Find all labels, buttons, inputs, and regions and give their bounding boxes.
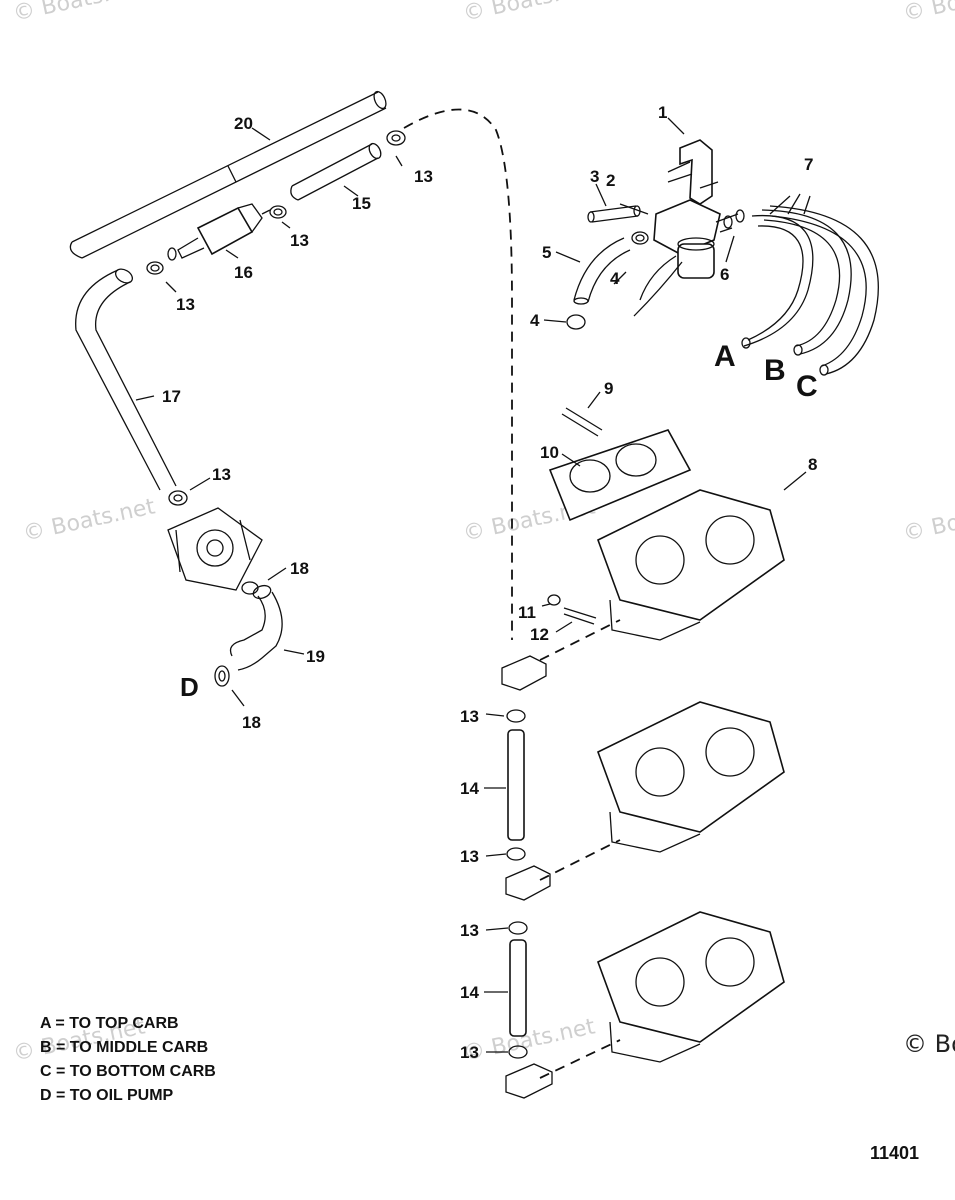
callout-4: 4 xyxy=(610,269,620,288)
part-11-12-fittings xyxy=(547,594,597,625)
callout-18: 18 xyxy=(242,713,261,732)
part-14-tubes xyxy=(507,729,527,1037)
callout-13: 13 xyxy=(460,921,479,940)
copyright-notice: © Bo xyxy=(903,1030,955,1058)
callout-13: 13 xyxy=(290,231,309,250)
part-10-gasket xyxy=(548,429,692,522)
legend-item-a: A = TO TOP CARB xyxy=(40,1015,179,1032)
part-9-stud xyxy=(561,407,603,437)
part-2-primer xyxy=(633,199,739,317)
callout-13: 13 xyxy=(414,167,433,186)
callout-14: 14 xyxy=(460,779,479,798)
part-16-fuel-filter xyxy=(167,203,271,261)
callout-17: 17 xyxy=(162,387,181,406)
callout-2: 2 xyxy=(606,171,616,190)
callout-13: 13 xyxy=(460,847,479,866)
hose-end-c: C xyxy=(796,370,818,403)
part-13-clamps xyxy=(146,130,649,506)
callout-6: 6 xyxy=(720,265,730,284)
callout-18: 18 xyxy=(290,559,309,578)
callout-14: 14 xyxy=(460,983,479,1002)
callout-13: 13 xyxy=(176,295,195,314)
part-1-bracket xyxy=(667,139,719,205)
carburetor-bottom xyxy=(597,911,785,1063)
callout-12: 12 xyxy=(530,625,549,644)
oil-pump-fitting xyxy=(167,507,263,591)
part-5-hose xyxy=(573,237,631,305)
callout-8: 8 xyxy=(808,455,818,474)
part-17-hose xyxy=(75,268,177,491)
callout-20: 20 xyxy=(234,114,253,133)
part-13-vertical-clamps xyxy=(506,709,528,1059)
tee-fittings xyxy=(501,655,553,1099)
callout-9: 9 xyxy=(604,379,614,398)
callout-19: 19 xyxy=(306,647,325,666)
callout-11: 11 xyxy=(518,603,536,622)
carburetor-top xyxy=(597,489,785,641)
part-7-hoses xyxy=(741,205,879,376)
hose-end-a: A xyxy=(714,340,736,373)
carburetor-middle xyxy=(597,701,785,853)
part-19-hose xyxy=(214,581,283,687)
routing-line xyxy=(539,619,621,1079)
callout-13: 13 xyxy=(212,465,231,484)
figure-number: 11401 xyxy=(870,1143,920,1163)
part-4-clamp xyxy=(566,314,586,330)
callout-13: 13 xyxy=(460,707,479,726)
callout-7: 7 xyxy=(804,155,814,174)
callout-1: 1 xyxy=(658,103,668,122)
hose-end-b: B xyxy=(764,354,786,387)
callout-4: 4 xyxy=(530,311,540,330)
legend-item-b: B = TO MIDDLE CARB xyxy=(40,1039,209,1056)
legend: A = TO TOP CARB B = TO MIDDLE CARB C = T… xyxy=(40,1012,216,1108)
part-20-hose xyxy=(69,90,387,259)
part-6-clamps xyxy=(723,209,745,229)
callout-10: 10 xyxy=(540,443,559,462)
callout-5: 5 xyxy=(542,243,552,262)
part-15-hose xyxy=(290,142,382,201)
hose-end-d: D xyxy=(180,672,199,702)
legend-item-d: D = TO OIL PUMP xyxy=(40,1087,174,1104)
callout-13: 13 xyxy=(460,1043,479,1062)
callout-16: 16 xyxy=(234,263,253,282)
callout-15: 15 xyxy=(352,194,371,213)
legend-item-c: C = TO BOTTOM CARB xyxy=(40,1063,216,1080)
routing-line xyxy=(403,108,513,640)
leader-lines xyxy=(135,117,811,1053)
callout-3: 3 xyxy=(590,167,600,186)
